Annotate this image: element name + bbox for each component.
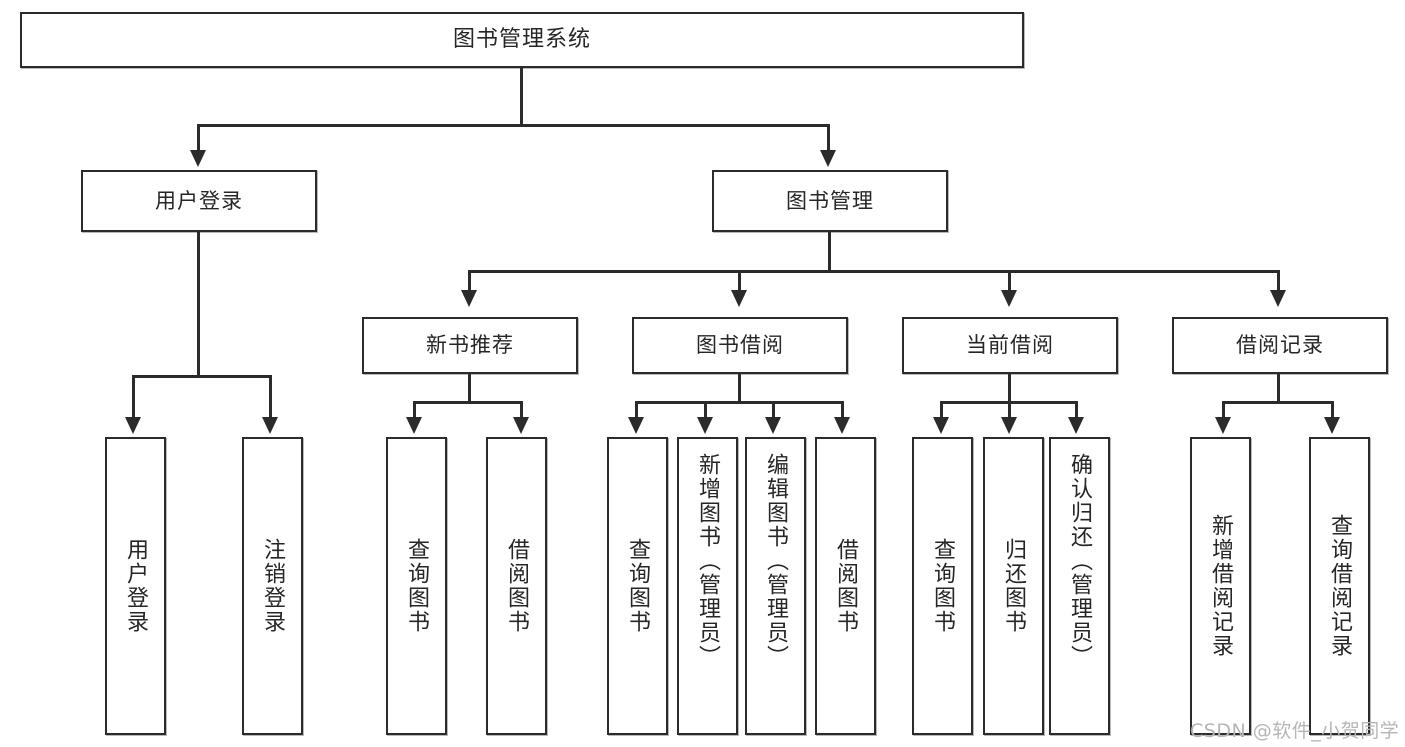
arrow-to-book-borrow — [731, 290, 747, 307]
leaf-br-query-record[interactable]: 查询借阅记录 — [1309, 437, 1370, 735]
node-user-login[interactable]: 用户登录 — [81, 170, 317, 232]
node-label: 归还图书 — [1001, 538, 1027, 634]
arrow-to-new-book-recommend — [461, 290, 477, 307]
connector-level2-drop-left — [197, 124, 200, 150]
connector-nbr-drop-1 — [413, 401, 416, 417]
node-borrow-record[interactable]: 借阅记录 — [1172, 317, 1388, 374]
leaf-cb-confirm-return-admin[interactable]: 确认归还（管理员） — [1049, 437, 1110, 735]
node-label: 图书借阅 — [696, 333, 784, 358]
connector-level3-drop-1 — [468, 270, 471, 290]
connector-bb-drop-2 — [704, 401, 707, 417]
arrow-to-cb-leaf-2 — [1001, 417, 1017, 434]
arrow-to-book-manage — [820, 150, 836, 167]
node-label: 借阅图书 — [504, 538, 530, 634]
leaf-cb-return-book[interactable]: 归还图书 — [983, 437, 1044, 735]
connector-level2-bus — [197, 124, 830, 127]
node-book-borrow[interactable]: 图书借阅 — [632, 317, 848, 374]
connector-nbr-drop-2 — [520, 401, 523, 417]
arrow-to-leaf-user-login — [125, 417, 141, 434]
node-label: 注销登录 — [260, 538, 286, 634]
leaf-bb-add-book-admin[interactable]: 新增图书（管理员） — [677, 437, 738, 735]
node-current-borrow[interactable]: 当前借阅 — [902, 317, 1118, 374]
leaf-bb-edit-book-admin[interactable]: 编辑图书（管理员） — [745, 437, 806, 735]
node-label: 查询图书 — [625, 538, 651, 634]
node-label: 新书推荐 — [426, 333, 514, 358]
node-root-system[interactable]: 图书管理系统 — [20, 12, 1024, 68]
connector-br-drop-2 — [1331, 401, 1334, 417]
arrow-to-bb-leaf-4 — [834, 417, 850, 434]
connector-cb-drop-3 — [1075, 401, 1078, 417]
arrow-to-cb-leaf-1 — [933, 417, 949, 434]
node-label: 当前借阅 — [966, 333, 1054, 358]
node-label: 查询借阅记录 — [1327, 514, 1353, 658]
connector-level3-drop-2 — [738, 270, 741, 290]
connector-book-manage-stem — [828, 232, 831, 271]
leaf-logout[interactable]: 注销登录 — [242, 437, 303, 735]
connector-bb-drop-4 — [841, 401, 844, 417]
leaf-bb-borrow-book[interactable]: 借阅图书 — [815, 437, 876, 735]
leaf-bb-query-book[interactable]: 查询图书 — [607, 437, 668, 735]
connector-level3-drop-4 — [1277, 270, 1280, 290]
node-label: 用户登录 — [123, 538, 149, 634]
arrow-to-nbr-leaf-1 — [406, 417, 422, 434]
node-label: 新增借阅记录 — [1208, 514, 1234, 658]
arrow-to-cb-leaf-3 — [1068, 417, 1084, 434]
connector-bb-bus — [635, 401, 843, 404]
connector-level2-drop-right — [827, 124, 830, 150]
connector-cb-drop-1 — [940, 401, 943, 417]
connector-user-login-drop-2 — [269, 375, 272, 417]
arrow-to-user-login — [190, 150, 206, 167]
node-label: 图书管理系统 — [452, 27, 591, 53]
node-label: 查询图书 — [404, 538, 430, 634]
node-label: 用户登录 — [155, 188, 243, 213]
arrow-to-leaf-logout — [262, 417, 278, 434]
connector-bb-drop-1 — [635, 401, 638, 417]
arrow-to-bb-leaf-1 — [628, 417, 644, 434]
node-book-manage[interactable]: 图书管理 — [712, 170, 948, 232]
connector-br-bus — [1222, 401, 1334, 404]
connector-br-drop-1 — [1222, 401, 1225, 417]
node-label: 借阅图书 — [833, 538, 859, 634]
node-label: 编辑图书（管理员） — [763, 453, 789, 669]
connector-root-stem — [520, 68, 523, 125]
arrow-to-borrow-record — [1270, 290, 1286, 307]
connector-bb-stem — [738, 374, 741, 402]
csdn-watermark: CSDN @软件_小贺同学 — [1190, 720, 1400, 742]
leaf-nbr-borrow-book[interactable]: 借阅图书 — [486, 437, 547, 735]
arrow-to-current-borrow — [1001, 290, 1017, 307]
connector-user-login-bus — [132, 375, 270, 378]
connector-nbr-stem — [468, 374, 471, 402]
node-label: 借阅记录 — [1236, 333, 1324, 358]
connector-level3-drop-3 — [1008, 270, 1011, 290]
arrow-to-nbr-leaf-2 — [513, 417, 529, 434]
connector-user-login-drop-1 — [132, 375, 135, 417]
arrow-to-br-leaf-1 — [1215, 417, 1231, 434]
node-label: 新增图书（管理员） — [695, 453, 721, 669]
leaf-user-login[interactable]: 用户登录 — [105, 437, 166, 735]
node-label: 查询图书 — [930, 538, 956, 634]
arrow-to-bb-leaf-2 — [697, 417, 713, 434]
leaf-nbr-query-book[interactable]: 查询图书 — [386, 437, 447, 735]
node-new-book-recommend[interactable]: 新书推荐 — [362, 317, 578, 374]
connector-bb-drop-3 — [772, 401, 775, 417]
connector-br-stem — [1277, 374, 1280, 402]
connector-user-login-stem — [197, 232, 200, 376]
node-label: 确认归还（管理员） — [1067, 453, 1093, 669]
connector-nbr-bus — [413, 401, 523, 404]
leaf-cb-query-book[interactable]: 查询图书 — [912, 437, 973, 735]
leaf-br-add-record[interactable]: 新增借阅记录 — [1190, 437, 1251, 735]
connector-cb-drop-2 — [1008, 401, 1011, 417]
connector-cb-stem — [1008, 374, 1011, 402]
arrow-to-bb-leaf-3 — [765, 417, 781, 434]
connector-level3-bus — [468, 270, 1280, 273]
node-label: 图书管理 — [786, 188, 874, 213]
arrow-to-br-leaf-2 — [1324, 417, 1340, 434]
